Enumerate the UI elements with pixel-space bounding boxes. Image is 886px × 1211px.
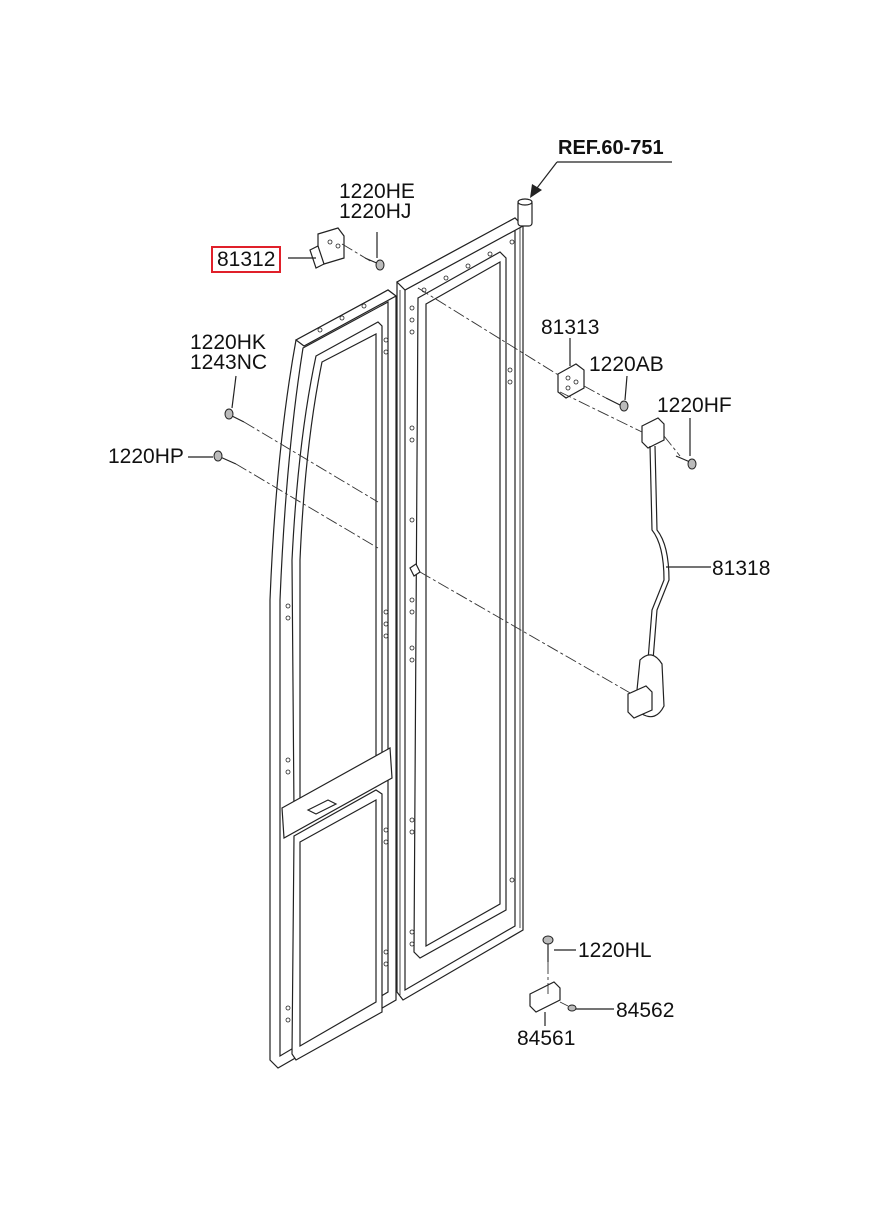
label-84562: 84562: [616, 999, 675, 1022]
stopper-84561: [529, 981, 561, 1026]
label-1220HJ: 1220HJ: [339, 200, 412, 223]
left-door-panel: [269, 289, 398, 1069]
label-1220HL: 1220HL: [578, 939, 652, 962]
label-1220HE: 1220HE: [339, 180, 415, 203]
screw-1220HL: [542, 935, 576, 962]
screw-1220HF: [675, 418, 697, 470]
screw-1220AB: [605, 375, 629, 412]
plate-81313: [557, 338, 585, 399]
label-81318: 81318: [712, 557, 771, 580]
pin-84562: [567, 1004, 614, 1012]
assembly-lines: [235, 243, 681, 1007]
screw-1220HP: [188, 450, 237, 465]
label-1243NC: 1243NC: [190, 351, 268, 374]
rod-81318: [627, 417, 711, 719]
ref-leader: [530, 161, 672, 198]
label-1220AB: 1220AB: [589, 353, 664, 376]
right-door-panel: [396, 198, 533, 1001]
label-81313: 81313: [541, 316, 600, 339]
label-1220HF: 1220HF: [657, 394, 732, 417]
bracket-81312: [309, 227, 345, 269]
label-81312-highlighted: 81312: [211, 246, 282, 273]
label-84561: 84561: [517, 1027, 576, 1050]
label-1220HP: 1220HP: [108, 445, 184, 468]
screw-1220HE: [364, 232, 385, 271]
ref-label: REF.60-751: [558, 137, 664, 159]
label-1220HK: 1220HK: [190, 331, 266, 354]
screw-1220HK: [224, 375, 245, 423]
